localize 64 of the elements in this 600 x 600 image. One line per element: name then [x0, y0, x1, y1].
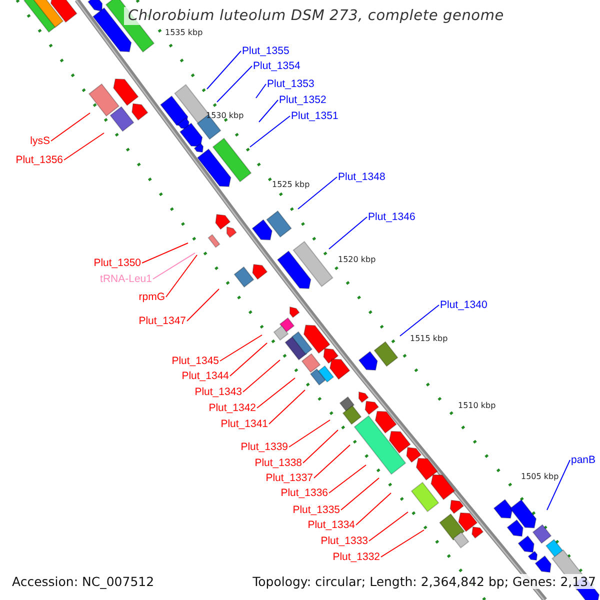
gene-label: Plut_1351 — [291, 110, 338, 122]
leader-line — [166, 254, 198, 298]
leader-line — [142, 242, 188, 264]
gene-label: Plut_1347 — [138, 315, 186, 327]
leader-line — [356, 492, 392, 526]
position-marker: 1525 kbp — [272, 180, 310, 190]
gene-label: Plut_1342 — [208, 402, 256, 414]
gene-label: Plut_1334 — [308, 519, 355, 531]
gene-label: Plut_1344 — [182, 370, 229, 382]
position-marker: 1510 kbp — [458, 401, 496, 411]
gene-label: Plut_1336 — [280, 487, 328, 499]
gene-label: Plut_1348 — [338, 171, 386, 183]
gene-label: Plut_1354 — [253, 60, 300, 72]
leader-line — [50, 112, 90, 142]
leader-line — [256, 84, 266, 98]
gene-label: Plut_1338 — [254, 457, 302, 469]
leader-line — [220, 334, 262, 362]
leader-line — [302, 430, 338, 464]
gene-label: Plut_1339 — [240, 441, 288, 453]
leader-line — [230, 342, 268, 376]
leader-line — [380, 530, 424, 558]
leader-line — [340, 478, 380, 510]
position-marker: 1520 kbp — [338, 255, 376, 265]
gene-label: Plut_1340 — [440, 299, 488, 311]
leader-line — [206, 50, 242, 90]
gene-label: Plut_1345 — [172, 355, 219, 367]
gene-label: lysS — [30, 135, 50, 147]
gene-label: Plut_1341 — [220, 418, 268, 430]
leader-line — [328, 464, 366, 494]
position-marker: 1530 kbp — [206, 111, 244, 121]
gene-label: tRNA-Leu1 — [100, 273, 152, 285]
position-marker: 1515 kbp — [410, 334, 448, 344]
footer-text: Topology: circular; Length: 2,364,842 bp; Genes: 2,137 — [250, 574, 598, 589]
leader-line — [64, 132, 104, 160]
gene-label: Plut_1350 — [94, 257, 141, 269]
leader-line — [250, 116, 290, 148]
gene-label: Plut_1353 — [267, 78, 314, 90]
leader-line — [546, 460, 570, 510]
leader-line — [314, 444, 350, 478]
leader-line — [216, 66, 252, 102]
leader-line — [288, 420, 330, 448]
leader-line — [268, 390, 306, 424]
leader-line — [400, 304, 440, 336]
leader-line — [258, 100, 278, 122]
leader-line — [186, 288, 220, 322]
leader-line — [256, 378, 296, 408]
gene-label: rpmG — [138, 291, 165, 303]
gene-label: panB — [571, 454, 596, 466]
gene-label: Plut_1335 — [292, 504, 340, 516]
leader-line — [152, 252, 196, 280]
gene-label: Plut_1356 — [16, 154, 63, 166]
leader-line — [368, 512, 408, 542]
leader-line — [298, 176, 338, 210]
gene-label: Plut_1352 — [279, 94, 326, 106]
gene-label: Plut_1346 — [368, 211, 416, 223]
gene-label: Plut_1337 — [266, 472, 313, 484]
gene-label: Plut_1355 — [242, 45, 290, 57]
gene-label: Plut_1333 — [320, 535, 368, 547]
gene-label: Plut_1332 — [332, 551, 380, 563]
position-marker: 1505 kbp — [521, 472, 559, 482]
leader-line — [242, 360, 280, 392]
gene-label: Plut_1343 — [194, 386, 242, 398]
position-marker: 1535 kbp — [165, 28, 203, 38]
leader-line — [328, 216, 368, 250]
